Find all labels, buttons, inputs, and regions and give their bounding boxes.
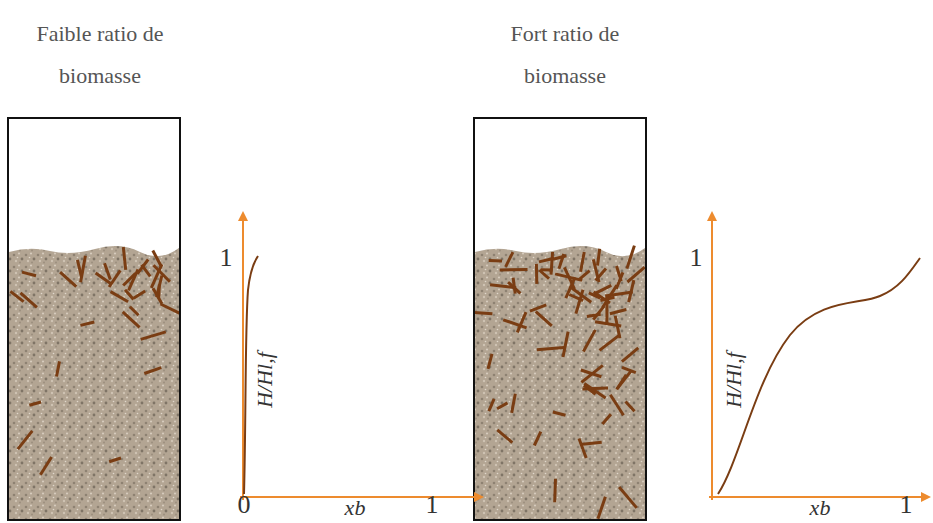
biomass-particle	[154, 265, 170, 282]
axis-tick: 1	[220, 242, 233, 273]
y-axis	[711, 213, 713, 500]
biomass-particle	[21, 293, 37, 308]
biomass-particle	[617, 375, 627, 390]
biomass-particle	[109, 458, 121, 462]
biomass-particle	[605, 297, 608, 324]
biomass-particle	[626, 402, 635, 412]
column-outline	[474, 118, 646, 520]
axis-label: H/Hl,f	[721, 352, 747, 408]
biomass-particle	[111, 292, 129, 302]
biomass-particle	[553, 412, 566, 415]
biomass-particle	[619, 487, 637, 508]
biomass-particle	[530, 305, 546, 311]
biomass-particle	[555, 274, 582, 281]
axis-tick: 1	[426, 490, 439, 521]
axis-label: xb	[810, 495, 831, 521]
biomass-particle	[512, 394, 516, 413]
biomass-particle	[500, 268, 528, 272]
biomass-particle	[130, 307, 139, 316]
biomass-particle	[598, 249, 600, 266]
biomass-particle	[57, 361, 60, 376]
biomass-particle	[497, 403, 507, 409]
biomass-particle	[22, 272, 36, 276]
axis-tick: 1	[900, 490, 913, 521]
biomass-particle	[566, 277, 575, 298]
biomass-particle	[81, 256, 86, 283]
biomass-particle	[40, 457, 51, 475]
biomass-particle	[134, 291, 146, 298]
biomass-particle	[602, 414, 611, 424]
biomass-particle	[581, 252, 585, 272]
biomass-particle	[600, 335, 621, 351]
biomass-particle	[142, 265, 151, 277]
axis-label: H/Hl,f	[252, 352, 278, 408]
biomass-particle	[581, 365, 602, 382]
biomass-particle	[536, 312, 552, 326]
biomass-particle	[580, 271, 590, 280]
biomass-particle	[153, 288, 162, 304]
biomass-particle	[594, 285, 611, 293]
biomass-particle	[161, 304, 181, 314]
axis-tick: 1	[690, 242, 703, 273]
biomass-particle	[474, 313, 492, 314]
biomass-particle	[125, 290, 133, 300]
biomass-particle	[583, 330, 595, 352]
granular-bed	[475, 246, 645, 519]
biomass-particle	[153, 251, 161, 267]
biomass-particle	[77, 260, 81, 277]
biomass-particle	[105, 263, 111, 279]
y-axis	[242, 213, 244, 500]
biomass-particles	[10, 247, 180, 475]
biomass-particle	[593, 306, 604, 320]
biomass-particle	[141, 332, 166, 340]
biomass-particle	[29, 402, 41, 405]
biomass-particle	[598, 497, 606, 519]
biomass-particle	[622, 348, 638, 362]
biomass-particle	[123, 247, 125, 270]
biomass-particle	[489, 259, 502, 262]
granular-bed	[9, 246, 179, 519]
biomass-particle	[513, 278, 515, 294]
panel-title: Faible ratio de biomasse	[25, 13, 175, 97]
biomass-particle	[580, 442, 602, 444]
panel-title: Fort ratio de biomasse	[490, 13, 640, 97]
biomass-particle	[563, 332, 568, 357]
biomass-particle	[581, 370, 602, 377]
biomass-particle	[576, 290, 583, 314]
biomass-particle	[144, 368, 161, 374]
biomass-particle	[534, 432, 541, 446]
biomass-particle	[123, 312, 140, 328]
biomass-particle	[18, 431, 33, 449]
biomass-particle	[535, 264, 538, 284]
biomass-particle	[627, 246, 635, 269]
biomass-particle	[537, 348, 564, 350]
biomass-particle	[629, 280, 634, 302]
profile-curve	[718, 258, 920, 494]
biomass-particle	[622, 367, 636, 372]
biomass-particle	[539, 258, 554, 262]
biomass-particle	[489, 399, 494, 411]
biomass-particle	[517, 312, 526, 332]
biomass-particle	[559, 254, 564, 269]
biomass-particle	[579, 439, 586, 458]
biomass-particle	[488, 354, 492, 369]
biomass-particle	[506, 252, 513, 267]
biomass-particle	[617, 371, 631, 388]
biomass-particle	[497, 430, 512, 443]
biomass-particles	[474, 246, 645, 519]
biomass-particle	[541, 268, 553, 271]
biomass-particle	[60, 272, 76, 287]
biomass-particle	[584, 384, 605, 399]
biomass-particle	[610, 395, 623, 415]
biomass-particle	[587, 314, 601, 316]
biomass-particle	[610, 310, 626, 314]
biomass-particle	[627, 267, 644, 282]
column-outline	[8, 118, 180, 520]
axis-tick: 0	[238, 490, 251, 521]
biomass-particle	[553, 479, 557, 503]
biomass-particle	[81, 322, 95, 325]
axis-label: xb	[345, 495, 366, 521]
